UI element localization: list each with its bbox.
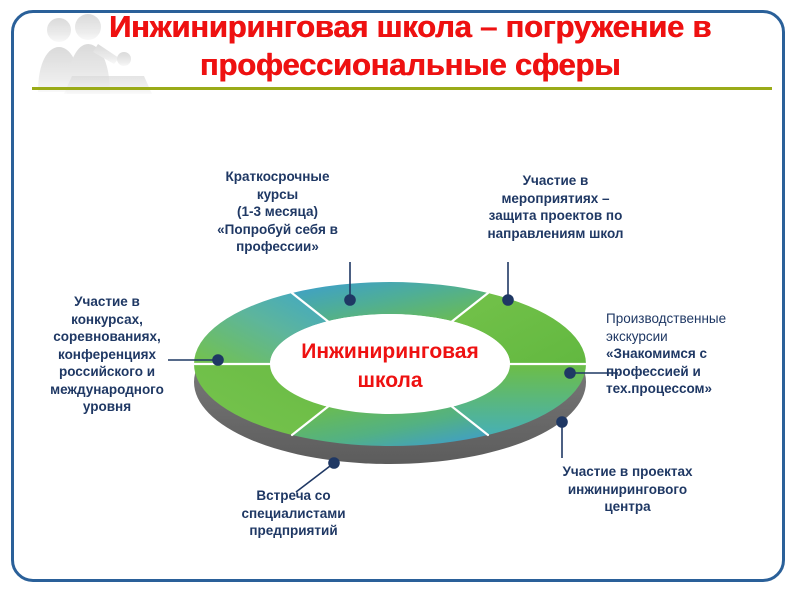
connector-dot-tours — [564, 367, 576, 379]
donut-center-label: Инжиниринговая школа — [265, 338, 515, 396]
callout-line: Участие в — [74, 294, 140, 309]
callout-line: Встреча со — [256, 488, 331, 503]
callout-contests: Участие в конкурсах, соревнованиях, конф… — [18, 293, 196, 416]
connector-dot-courses — [344, 294, 356, 306]
callout-line: соревнованиях, — [53, 329, 161, 345]
callout-line: специалистами — [241, 505, 346, 521]
callout-line: профессией и — [606, 363, 701, 379]
callout-line: инжинирингового — [567, 481, 688, 497]
center-label-line1: Инжиниринговая — [301, 340, 479, 363]
connector-meet — [295, 462, 335, 493]
connector-dot-meet — [328, 457, 340, 469]
callout-line: «Попробуй себя в — [217, 221, 338, 237]
donut-cycle-diagram — [188, 276, 592, 484]
callout-line: международного — [50, 381, 164, 397]
callout-line: защита проектов по — [488, 208, 623, 224]
callout-line: Производственные — [606, 311, 727, 326]
callout-projects: Участие в проектах инжинирингового центр… — [520, 463, 735, 516]
callout-meet: Встреча со специалистами предприятий — [196, 487, 391, 540]
connector-dot-events — [502, 294, 514, 306]
callout-line: российского и — [58, 364, 155, 380]
callout-events: Участие в мероприятиях – защита проектов… — [443, 172, 668, 242]
callout-line: экскурсии — [606, 328, 668, 344]
callout-line: конкурсах, — [71, 311, 143, 327]
callout-tours: Производственные экскурсии «Знакомимся с… — [606, 310, 792, 398]
connector-dot-projects — [556, 416, 568, 428]
callout-line: мероприятиях – — [501, 190, 610, 206]
callout-line: центра — [604, 499, 651, 515]
center-label-line2: школа — [357, 368, 423, 392]
callout-line: Краткосрочные — [225, 169, 330, 184]
title-underline-rule — [32, 87, 772, 90]
callout-line: конференциях — [57, 346, 156, 362]
connector-dot-contests — [212, 354, 224, 366]
callout-line: курсы — [256, 186, 299, 202]
callout-line: Участие в проектах — [562, 464, 693, 479]
callout-line: Участие в — [522, 173, 589, 188]
callout-line: тех.процессом» — [606, 381, 713, 397]
callout-line: предприятий — [249, 523, 338, 539]
callout-line: «Знакомимся с — [606, 346, 708, 362]
callout-line: уровня — [82, 399, 132, 415]
callout-line: профессии» — [236, 239, 319, 255]
callout-line: направлениям школ — [487, 225, 624, 241]
page-title: Инжиниринговая школа – погружение в проф… — [108, 9, 712, 83]
callout-courses: Краткосрочные курсы (1-3 месяца) «Попроб… — [175, 168, 380, 256]
callout-line: (1-3 месяца) — [237, 204, 318, 220]
